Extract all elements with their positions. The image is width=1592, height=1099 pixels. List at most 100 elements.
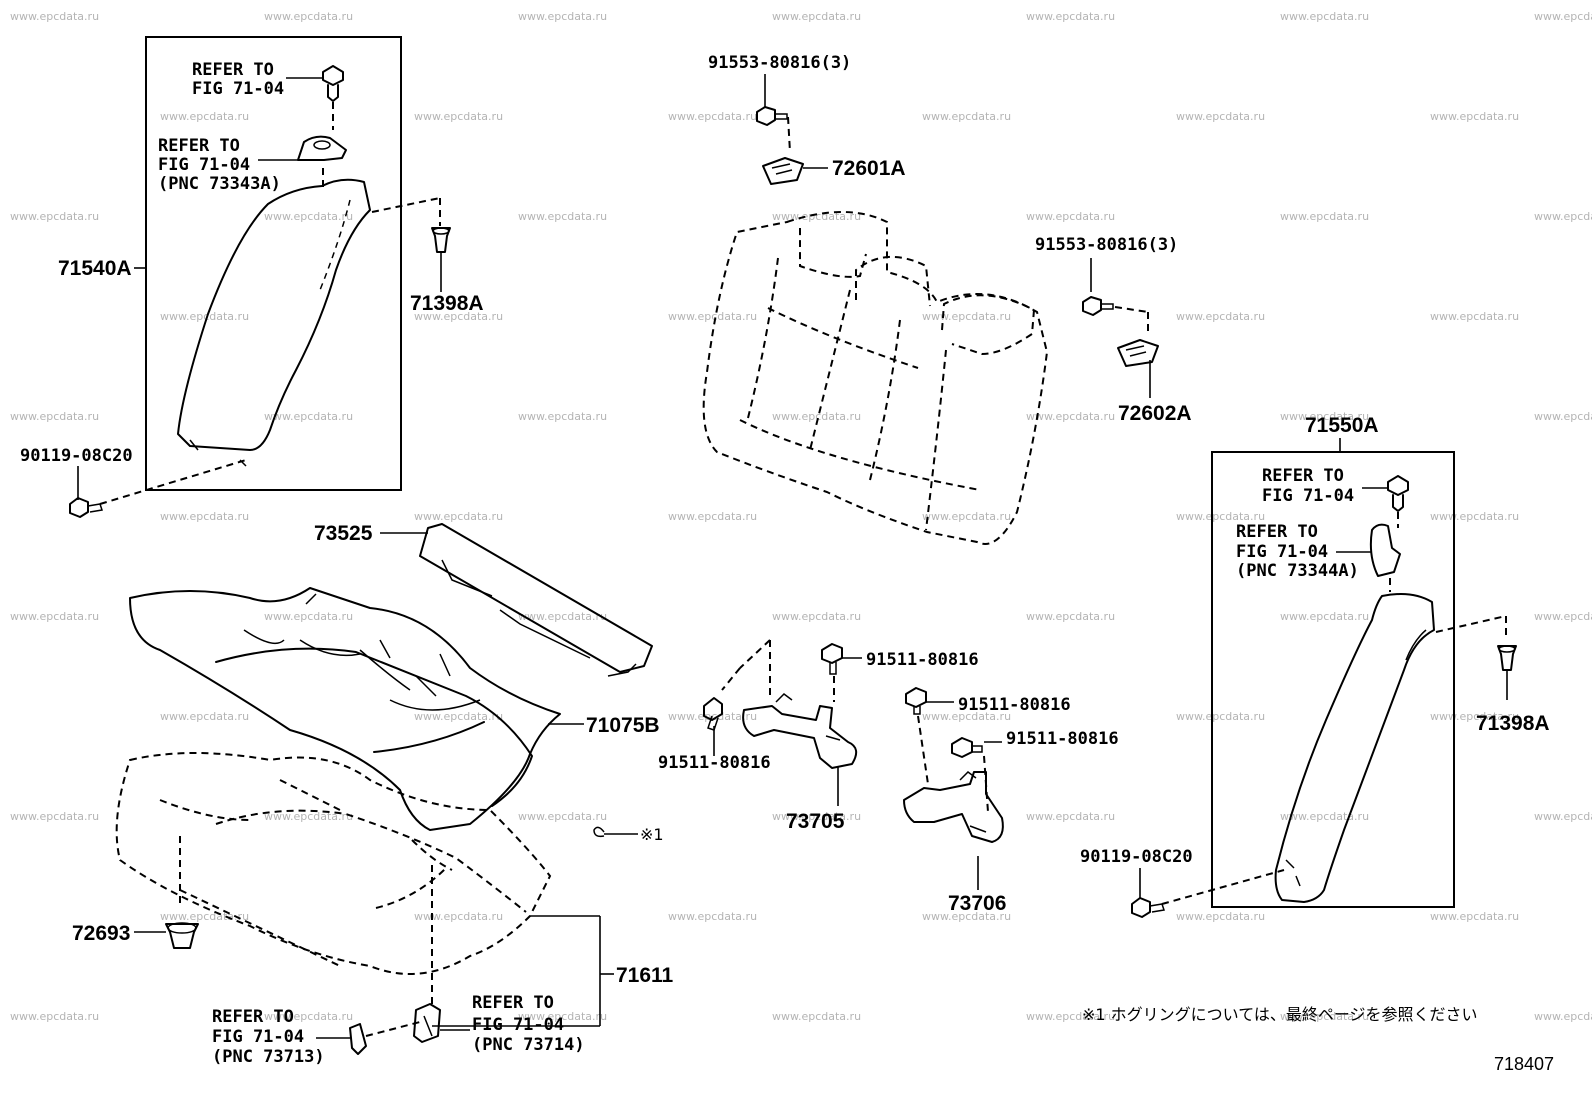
refer-to-text[interactable]: REFER TO: [212, 1007, 294, 1027]
refer-fig-label-top-left[interactable]: REFER TO FIG 71-04: [192, 60, 284, 99]
refer-to-text[interactable]: REFER TO: [192, 60, 274, 80]
part-label-71550A[interactable]: 71550A: [1305, 414, 1379, 437]
part-label-71611[interactable]: 71611: [616, 964, 674, 987]
watermark-text: www.epcdata.ru: [772, 1010, 861, 1023]
refer-fig-label-pnc-73344A[interactable]: REFER TO FIG 71-04 (PNC 73344A): [1236, 522, 1359, 581]
part-label-91511-80816-c[interactable]: 91511-80816: [958, 695, 1071, 715]
refer-to-text[interactable]: REFER TO: [1262, 466, 1344, 486]
hook-icon-73713[interactable]: [349, 1023, 367, 1055]
cover-cap-icon-73344A[interactable]: [1369, 523, 1401, 577]
bolt-icon-91511-b[interactable]: [821, 643, 843, 675]
watermark-text: www.epcdata.ru: [1026, 1010, 1115, 1023]
part-label-73525[interactable]: 73525: [314, 522, 373, 545]
watermark-text: www.epcdata.ru: [10, 610, 99, 623]
part-label-71075B[interactable]: 71075B: [586, 714, 660, 737]
watermark-text: www.epcdata.ru: [414, 710, 503, 723]
seat-cushion-panel-73525[interactable]: [419, 523, 653, 677]
refer-fig-label-pnc-73713[interactable]: REFER TO FIG 71-04 (PNC 73713): [212, 1007, 325, 1067]
hook-icon-73714[interactable]: [413, 1003, 441, 1043]
bolt-icon-91511-a[interactable]: [703, 697, 723, 731]
refer-fig-label-top-right[interactable]: REFER TO FIG 71-04: [1262, 466, 1354, 506]
watermark-text: www.epcdata.ru: [414, 310, 503, 323]
bolt-icon-91511-d[interactable]: [951, 737, 983, 758]
watermark-text: www.epcdata.ru: [1430, 910, 1519, 923]
clip-icon-top-right[interactable]: [1387, 475, 1409, 512]
refer-fig-label-pnc-73343A[interactable]: REFER TO FIG 71-04 (PNC 73343A): [158, 136, 281, 194]
watermark-text: www.epcdata.ru: [922, 110, 1011, 123]
refer-to-text[interactable]: REFER TO: [472, 993, 554, 1013]
bolt-icon-91553-top[interactable]: [756, 106, 788, 126]
fig-ref-text[interactable]: FIG 71-04: [212, 1027, 304, 1047]
seat-cushion-frame-71611[interactable]: [115, 752, 552, 975]
fig-ref-text[interactable]: FIG 71-04: [472, 1015, 564, 1035]
bracket-icon-72601A[interactable]: [762, 157, 804, 185]
fig-ref-text[interactable]: FIG 71-04: [1262, 486, 1354, 506]
hinge-bracket-73706[interactable]: [903, 771, 1004, 843]
watermark-text: www.epcdata.ru: [160, 110, 249, 123]
watermark-text: www.epcdata.ru: [160, 310, 249, 323]
part-label-72601A[interactable]: 72601A: [832, 157, 906, 180]
watermark-text: www.epcdata.ru: [772, 410, 861, 423]
seat-cushion-cover-71075B[interactable]: [129, 587, 561, 831]
watermark-text: www.epcdata.ru: [1176, 910, 1265, 923]
watermark-text: www.epcdata.ru: [160, 510, 249, 523]
part-label-91511-80816-d[interactable]: 91511-80816: [1006, 729, 1119, 749]
part-label-91553-80816-top[interactable]: 91553-80816(3): [708, 53, 851, 73]
watermark-text: www.epcdata.ru: [772, 810, 861, 823]
watermark-text: www.epcdata.ru: [264, 210, 353, 223]
part-label-91553-80816-right[interactable]: 91553-80816(3): [1035, 235, 1178, 255]
watermark-text: www.epcdata.ru: [264, 1010, 353, 1023]
watermark-text: www.epcdata.ru: [668, 510, 757, 523]
screw-icon-90119-left[interactable]: [69, 497, 103, 518]
fig-ref-text[interactable]: FIG 71-04: [192, 79, 284, 99]
refer-to-text[interactable]: REFER TO: [158, 136, 240, 156]
fig-ref-text[interactable]: FIG 71-04: [1236, 542, 1328, 562]
clip-icon-top-left[interactable]: [322, 65, 344, 102]
cover-cap-icon-73343A[interactable]: [297, 135, 347, 161]
bracket-icon-72602A[interactable]: [1117, 339, 1159, 367]
watermark-text: www.epcdata.ru: [772, 610, 861, 623]
watermark-text: www.epcdata.ru: [518, 1010, 607, 1023]
watermark-text: www.epcdata.ru: [1176, 310, 1265, 323]
watermark-text: www.epcdata.ru: [414, 510, 503, 523]
part-label-73706[interactable]: 73706: [948, 892, 1006, 915]
watermark-text: www.epcdata.ru: [1430, 710, 1519, 723]
watermark-text: www.epcdata.ru: [518, 610, 607, 623]
quarter-trim-panel-71550A[interactable]: [1274, 593, 1435, 903]
part-label-91511-80816-a[interactable]: 91511-80816: [658, 753, 771, 773]
part-label-72602A[interactable]: 72602A: [1118, 402, 1192, 425]
refer-to-text[interactable]: REFER TO: [1236, 522, 1318, 542]
watermark-text: www.epcdata.ru: [10, 810, 99, 823]
refer-fig-label-pnc-73714[interactable]: REFER TO FIG 71-04 (PNC 73714): [472, 993, 585, 1055]
hog-ring-note-marker[interactable]: ※1: [640, 825, 664, 844]
watermark-text: www.epcdata.ru: [518, 810, 607, 823]
hog-ring-icon[interactable]: [593, 826, 605, 838]
part-label-73705[interactable]: 73705: [786, 810, 845, 833]
watermark-text: www.epcdata.ru: [518, 410, 607, 423]
seat-back-assembly[interactable]: [702, 211, 1049, 545]
part-label-71398A-left[interactable]: 71398A: [410, 292, 484, 315]
pnc-ref-text[interactable]: (PNC 73713): [212, 1047, 325, 1067]
quarter-trim-panel-71540A[interactable]: [177, 178, 371, 467]
watermark-text: www.epcdata.ru: [1534, 1010, 1592, 1023]
part-label-71398A-right[interactable]: 71398A: [1476, 712, 1550, 735]
watermark-text: www.epcdata.ru: [922, 510, 1011, 523]
hog-ring-footnote: ※1 ホグリングについては、最終ページを参照ください: [1082, 1005, 1478, 1024]
pnc-ref-text[interactable]: (PNC 73714): [472, 1035, 585, 1055]
part-label-72693[interactable]: 72693: [72, 922, 130, 945]
watermark-text: www.epcdata.ru: [1534, 210, 1592, 223]
pnc-ref-text[interactable]: (PNC 73343A): [158, 174, 281, 194]
plug-icon-72693[interactable]: [165, 922, 199, 949]
bolt-icon-91553-right[interactable]: [1082, 296, 1114, 316]
pnc-ref-text[interactable]: (PNC 73344A): [1236, 561, 1359, 581]
part-label-90119-08C20-left[interactable]: 90119-08C20: [20, 446, 133, 466]
fastener-clip-icon-71398A-right[interactable]: [1497, 645, 1517, 671]
fastener-clip-icon-71398A-left[interactable]: [431, 227, 451, 253]
screw-icon-90119-right[interactable]: [1131, 897, 1165, 918]
fig-ref-text[interactable]: FIG 71-04: [158, 155, 250, 175]
part-label-91511-80816-b[interactable]: 91511-80816: [866, 650, 979, 670]
part-label-71540A[interactable]: 71540A: [58, 257, 132, 280]
hinge-bracket-73705[interactable]: [742, 693, 858, 769]
part-label-90119-08C20-right[interactable]: 90119-08C20: [1080, 847, 1193, 867]
